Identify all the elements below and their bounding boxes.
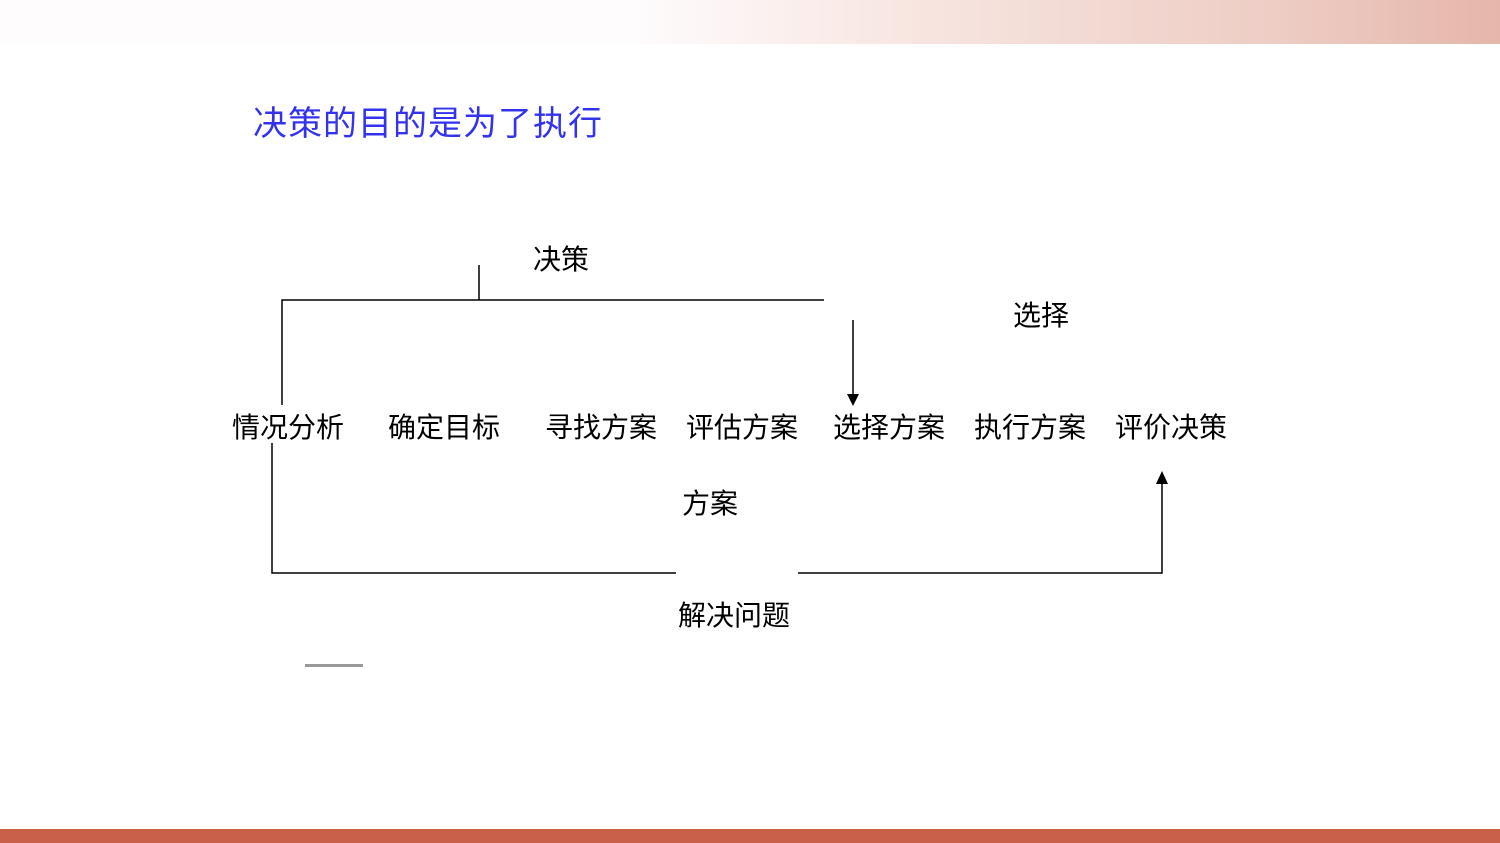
step-1: 情况分析 [232,411,345,444]
arrow-head-down [847,394,859,406]
step-7: 评价决策 [1115,411,1228,444]
solve-line-left [271,443,676,574]
slide-title: 决策的目的是为了执行 [253,104,603,144]
decision-bracket [281,299,824,405]
label-plan: 方案 [682,487,739,520]
solve-line-right [798,482,1163,574]
bottom-bar [0,829,1500,843]
tiny-footnote-mark [305,664,363,667]
label-choose: 选择 [1013,299,1070,332]
step-3: 寻找方案 [545,411,658,444]
arrow-head-up [1156,471,1168,484]
label-solve: 解决问题 [678,599,791,632]
step-5: 选择方案 [833,411,946,444]
top-gradient-bar [0,0,1500,44]
step-6: 执行方案 [974,411,1087,444]
step-2: 确定目标 [388,411,501,444]
label-decision: 决策 [533,243,590,276]
step-4: 评估方案 [686,411,799,444]
